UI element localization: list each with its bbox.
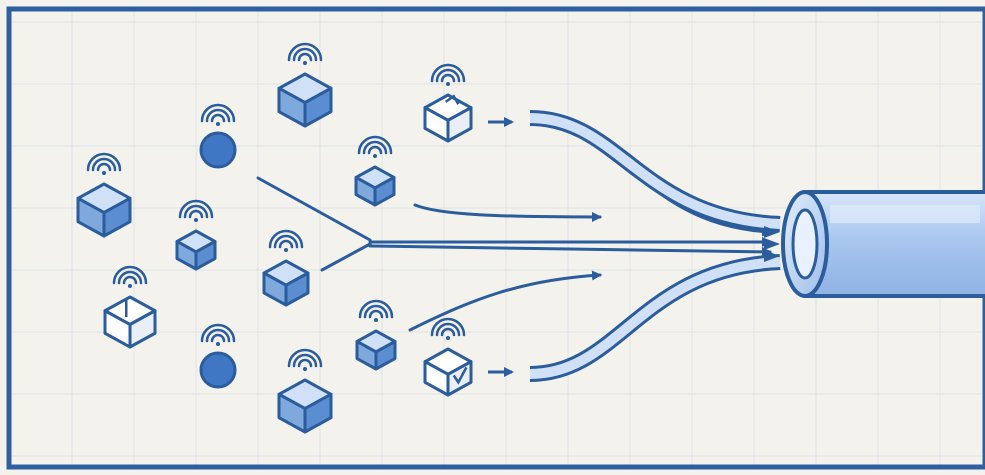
device-cluster <box>76 42 473 434</box>
data-flow-lines <box>256 120 772 374</box>
flow-line-lower-arrow <box>408 270 602 332</box>
device-2 <box>76 152 132 238</box>
cable-conduit-icon <box>781 190 985 298</box>
blue-cube-icon <box>262 259 310 307</box>
device-11 <box>423 317 473 397</box>
flow-line-upper-arrow <box>413 203 602 222</box>
wifi-signal-icon <box>112 265 148 288</box>
wifi-signal-icon <box>178 199 214 222</box>
wifi-signal-icon <box>200 323 236 346</box>
short-arrows <box>488 117 514 377</box>
checked-box-icon <box>423 347 473 397</box>
flow-line-lower-diagonal <box>320 242 372 272</box>
blue-cube-icon <box>354 165 396 207</box>
device-7 <box>103 265 157 349</box>
white-box-icon <box>103 295 157 349</box>
device-10 <box>355 299 397 371</box>
sensor-dot-icon <box>199 131 237 169</box>
device-8 <box>262 229 310 307</box>
wifi-signal-icon <box>200 103 236 126</box>
wifi-signal-icon <box>287 348 323 371</box>
tube-bottom <box>529 254 781 382</box>
wifi-signal-icon <box>287 42 323 65</box>
tube-top <box>529 110 781 232</box>
outer-frame <box>6 6 985 470</box>
open-box-icon <box>423 93 473 143</box>
pipe-entry-arrowheads <box>764 226 780 262</box>
wifi-signal-icon <box>430 317 466 340</box>
flow-line-upper-diagonal <box>256 176 372 242</box>
wifi-signal-icon <box>86 152 122 175</box>
device-6 <box>175 199 217 271</box>
wifi-signal-icon <box>357 135 393 158</box>
device-1 <box>277 42 333 128</box>
device-4 <box>354 135 396 207</box>
blue-cube-icon <box>277 378 333 434</box>
blue-cube-icon <box>355 329 397 371</box>
device-9 <box>199 323 237 389</box>
blue-cube-icon <box>175 229 217 271</box>
device-5 <box>199 103 237 169</box>
sensor-dot-icon <box>199 351 237 389</box>
wifi-signal-icon <box>268 229 304 252</box>
wifi-signal-icon <box>430 63 466 86</box>
device-3 <box>423 63 473 143</box>
flow-line-center-2 <box>368 244 772 257</box>
device-12 <box>277 348 333 434</box>
blue-cube-icon <box>277 72 333 128</box>
wifi-signal-icon <box>358 299 394 322</box>
blue-cube-icon <box>76 182 132 238</box>
